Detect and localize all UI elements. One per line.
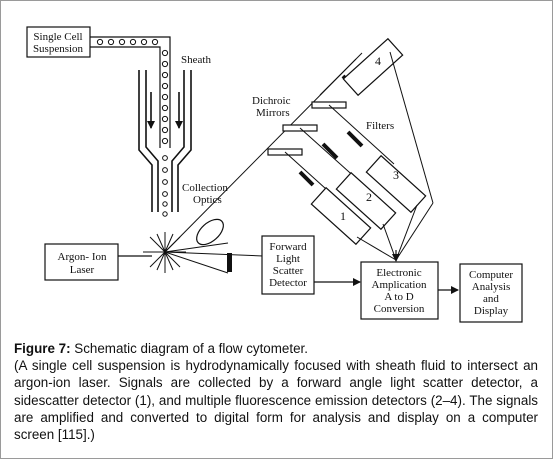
caption-body: (A single cell suspension is hydrodynami… (14, 358, 538, 443)
detector-4: 4 (342, 37, 404, 97)
detector-4-label: 4 (375, 54, 381, 68)
fwd-label-3: Scatter (273, 265, 304, 277)
comp-label-2: Analysis (472, 281, 511, 293)
single-cell-suspension-box (26, 26, 91, 58)
argon-ion-laser-box (44, 243, 119, 281)
computer-box (459, 263, 523, 323)
single-cell-label-1: Single Cell (33, 31, 82, 43)
detector-3: 3 (365, 154, 427, 214)
laser-label-2: Laser (70, 264, 95, 276)
dichroic-label-1: Dichroic (252, 95, 291, 107)
comp-label-3: and (483, 293, 499, 305)
dichroic-label-2: Mirrors (256, 107, 290, 119)
fwd-label-2: Light (276, 253, 300, 265)
detector-2-label: 2 (366, 190, 372, 204)
collection-lens (196, 218, 224, 246)
filters-label: Filters (366, 120, 394, 132)
figure-caption: Figure 7: Schematic diagram of a flow cy… (14, 340, 538, 443)
elec-label-3: A to D (384, 291, 413, 303)
fwd-label-1: Forward (269, 241, 307, 253)
caption-title-line: Figure 7: Schematic diagram of a flow cy… (14, 340, 538, 357)
electronics-box (360, 261, 439, 320)
forward-scatter-beams (164, 242, 264, 274)
detector-2: 2 (335, 171, 397, 231)
detector-3-label: 3 (393, 168, 399, 182)
cell-feed-tube (90, 36, 171, 148)
path-to-detector-4 (319, 52, 363, 96)
flow-cytometer-diagram: Single Cell Suspension Sheath Arg (26, 26, 523, 323)
forward-scatter-detector-box (261, 235, 315, 295)
single-cell-label-2: Suspension (33, 43, 84, 55)
beam-blocker (227, 253, 232, 272)
sheath-label: Sheath (181, 54, 211, 66)
comp-label-1: Computer (469, 269, 513, 281)
caption-title-rest: Schematic diagram of a flow cytometer. (70, 341, 308, 356)
collection-label-2: Optics (193, 194, 222, 206)
detector-1-label: 1 (340, 209, 346, 223)
caption-title: Figure 7: (14, 341, 71, 356)
elec-label-1: Electronic (376, 267, 421, 279)
laser-label-1: Argon- Ion (58, 251, 107, 263)
flow-chamber (138, 70, 192, 212)
detector-1: 1 (310, 186, 372, 246)
comp-label-4: Display (474, 305, 509, 317)
fwd-label-4: Detector (269, 277, 307, 289)
elec-label-2: Amplication (372, 279, 427, 291)
cells-in-tube (96, 38, 169, 217)
sheath-flow-arrows (147, 92, 183, 129)
collection-label-1: Collection (182, 182, 228, 194)
elec-label-4: Conversion (374, 303, 425, 315)
